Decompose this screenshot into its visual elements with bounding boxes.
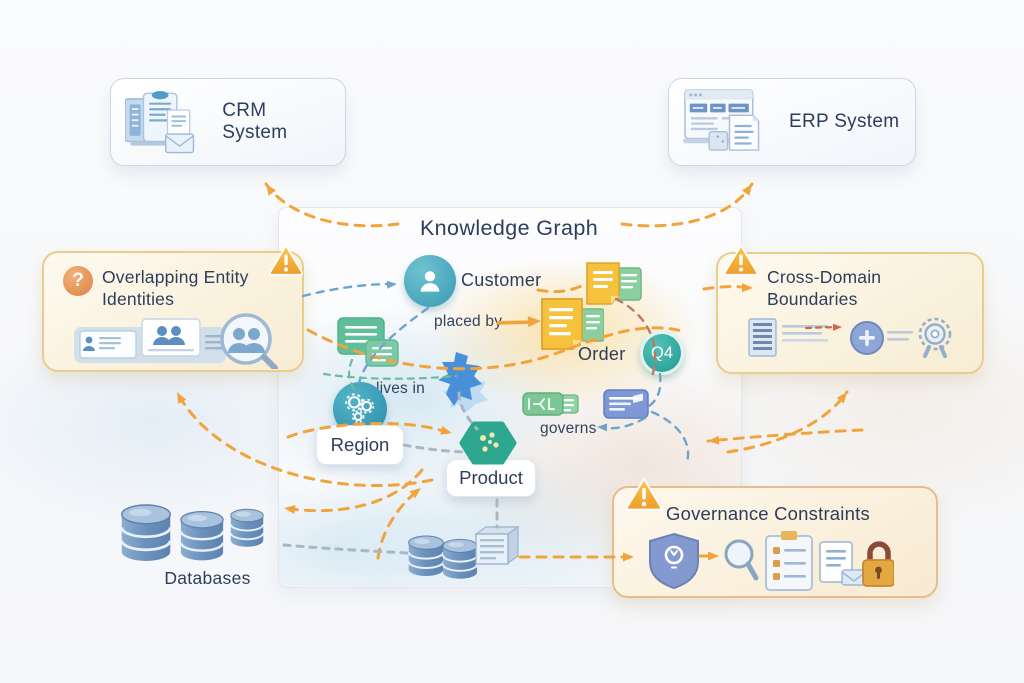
erp-system-icon: [683, 89, 760, 151]
crm-system-icon: [125, 91, 195, 154]
region-label: Region: [316, 425, 404, 465]
databases-label: Databases: [164, 568, 251, 588]
crm-system-box: CRM System: [110, 78, 346, 166]
q4-badge: Q4: [640, 331, 684, 375]
warning-icon: [722, 243, 760, 277]
person-icon: [420, 271, 440, 292]
customer-node: [404, 255, 456, 307]
question-icon: [63, 266, 93, 296]
product-node-icon: [459, 421, 517, 465]
cross-domain-title: Cross-Domain Boundaries: [767, 267, 882, 310]
knowledge-graph-title: Knowledge Graph: [419, 216, 599, 240]
database-icon: [177, 510, 227, 562]
overlapping-entities-title: Overlapping Entity Identities: [102, 267, 249, 310]
erp-system-label: ERP System: [789, 111, 900, 132]
governance-box: Governance Constraints: [612, 486, 938, 598]
overlapping-entities-box: Overlapping Entity Identities: [42, 251, 304, 372]
placed-by-edge-label: placed by: [434, 313, 503, 330]
product-label: Product: [446, 459, 536, 497]
erp-system-box: ERP System: [668, 78, 916, 166]
warning-icon: [624, 476, 664, 512]
database-icon: [227, 508, 267, 548]
crm-system-label: CRM System: [222, 100, 288, 143]
id-cards-magnifier-icon: [74, 313, 278, 369]
governance-flow-icon: [649, 531, 894, 591]
gears-icon: [345, 393, 375, 423]
cross-domain-box: Cross-Domain Boundaries: [716, 252, 984, 374]
tag-icon: [522, 392, 579, 416]
card-icon: [603, 389, 649, 419]
customer-label: Customer: [461, 270, 542, 290]
server-icon: [474, 525, 520, 565]
governance-title: Governance Constraints: [666, 503, 870, 524]
document-pair-icon: [586, 262, 642, 305]
order-label: Order: [578, 344, 626, 364]
governs-edge-label: governs: [540, 420, 597, 437]
boundary-flow-icon: [748, 317, 952, 358]
sticky-notes-icon: [337, 317, 399, 367]
database-icon: [118, 502, 174, 564]
arrow-graph-to-crossdomain: [726, 390, 849, 454]
region-map-icon: [438, 352, 488, 412]
